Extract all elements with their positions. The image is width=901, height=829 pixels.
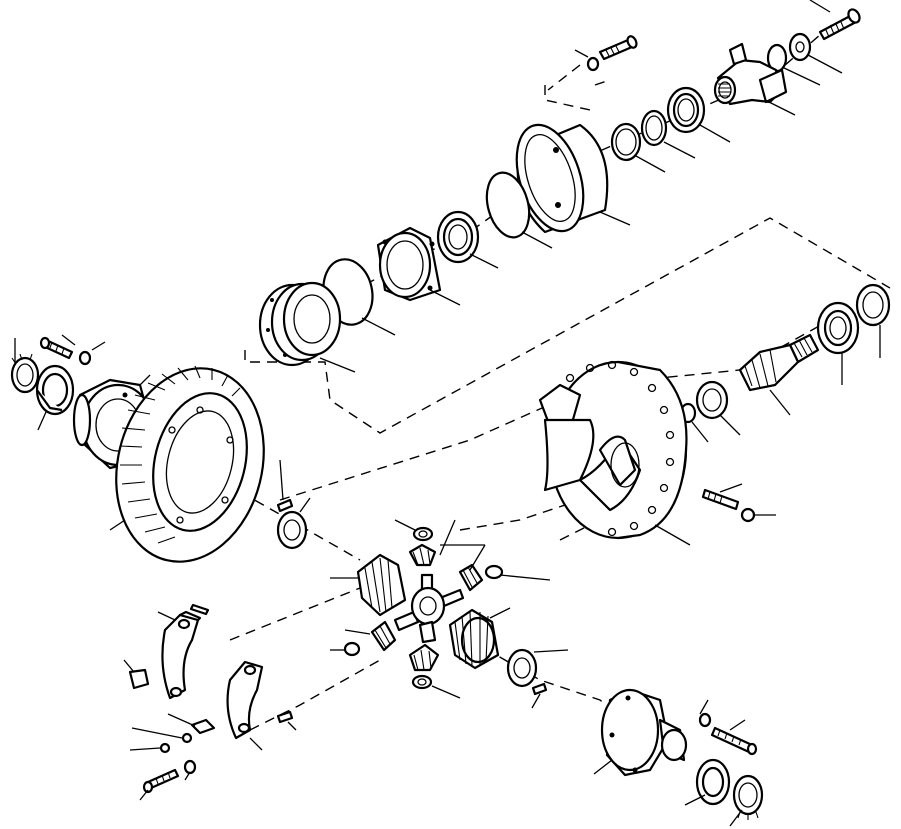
spider-cross xyxy=(393,573,465,644)
thrust-washer-right xyxy=(506,648,569,688)
thrust-washer-left xyxy=(276,497,311,550)
dowel-pin-lower xyxy=(531,682,548,709)
differential-case-half-right xyxy=(593,688,688,777)
bearing-cap-lower xyxy=(226,660,264,751)
bearing-cup-outer xyxy=(610,122,666,173)
carrier-bearing-cup-left xyxy=(10,338,40,394)
housing-stud xyxy=(701,483,776,523)
housing-bolt-holes xyxy=(565,360,675,537)
pinion-gear-top xyxy=(394,519,437,567)
shim-pack xyxy=(258,281,356,373)
inner-bearing xyxy=(695,380,741,436)
case-bolt-right xyxy=(698,699,758,756)
cage-o-ring xyxy=(485,171,553,249)
pinion-gear-right xyxy=(439,519,551,592)
bearing-cage xyxy=(515,123,631,234)
drive-pinion xyxy=(738,333,820,416)
outer-bearing-cup xyxy=(855,283,891,358)
side-gear-left xyxy=(330,553,407,617)
cap-dowel xyxy=(276,710,297,731)
yoke-bolt xyxy=(809,0,861,41)
bearing-cone-upper xyxy=(436,210,499,269)
outer-bearing-cone xyxy=(816,301,860,385)
ring-gear xyxy=(109,365,265,563)
snap-ring xyxy=(640,109,696,159)
cap-lock-washer-upper xyxy=(123,659,150,690)
side-gear-right xyxy=(448,607,511,670)
cap-bolts xyxy=(129,727,197,801)
bearing-retainer xyxy=(376,226,461,306)
dowel-pin-upper xyxy=(276,459,294,513)
carrier-bearing-cone-right xyxy=(684,758,731,806)
carrier-bearing-cone-left xyxy=(35,364,75,431)
pinion-gear-left-small xyxy=(330,620,397,657)
yoke-washer xyxy=(788,32,843,74)
case-bolt-left xyxy=(39,334,106,366)
differential-housing xyxy=(538,360,691,546)
bearing-cap-upper xyxy=(157,603,210,700)
carrier-bearing-cup-right xyxy=(729,774,764,827)
cap-lock-plate xyxy=(167,713,216,735)
retainer-bolt xyxy=(574,35,638,72)
input-yoke xyxy=(713,42,796,116)
oil-seal xyxy=(666,86,731,143)
pinion-gear-bottom xyxy=(408,643,461,699)
